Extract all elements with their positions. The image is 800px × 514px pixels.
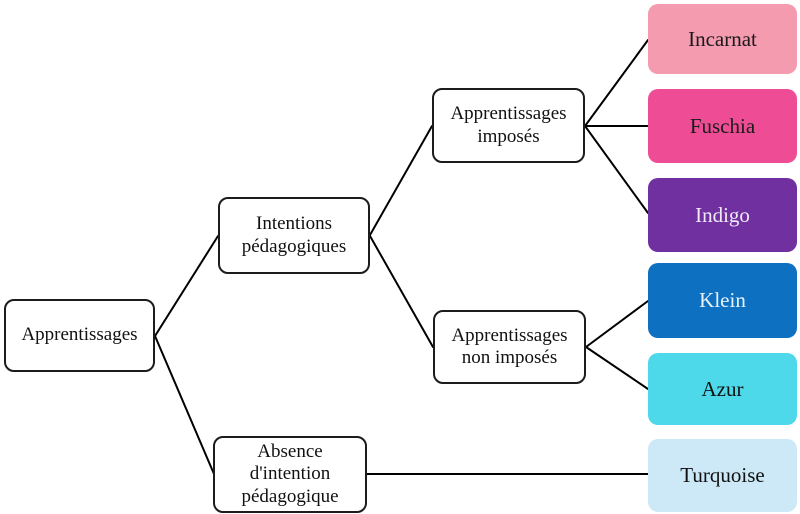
leaf-klein: Klein bbox=[648, 263, 797, 338]
edge-imposes-indigo bbox=[584, 125, 649, 214]
node-apprentissages: Apprentissages bbox=[4, 299, 155, 372]
leaf-incarnat: Incarnat bbox=[648, 4, 797, 74]
node-absence-label-line3: pédagogique bbox=[241, 485, 339, 507]
node-intentions-pedagogiques: Intentions pédagogiques bbox=[218, 197, 370, 274]
leaf-indigo: Indigo bbox=[648, 178, 797, 252]
edge-imposes-incarnat bbox=[584, 39, 649, 127]
node-absence-intention: Absence d'intention pédagogique bbox=[213, 436, 367, 513]
node-apprentissages-label: Apprentissages bbox=[21, 324, 138, 346]
leaf-klein-label: Klein bbox=[699, 288, 746, 312]
node-imposes-label-line1: Apprentissages bbox=[450, 103, 567, 125]
leaf-fuschia-label: Fuschia bbox=[689, 113, 756, 138]
edge-nonimposes-azur bbox=[585, 346, 649, 390]
leaf-azur: Azur bbox=[648, 353, 797, 425]
node-absence-label-line2: d'intention bbox=[249, 463, 331, 485]
leaf-azur-label: Azur bbox=[701, 376, 744, 401]
edge-intentions-nonimposes bbox=[369, 235, 434, 348]
node-apprentissages-non-imposes: Apprentissages non imposés bbox=[433, 310, 586, 384]
leaf-indigo-label: Indigo bbox=[695, 202, 750, 227]
edge-root-absence bbox=[154, 335, 215, 475]
leaf-turquoise: Turquoise bbox=[648, 439, 797, 512]
leaf-fuschia: Fuschia bbox=[648, 89, 797, 163]
node-intentions-label-line2: pédagogiques bbox=[241, 235, 347, 257]
edge-nonimposes-klein bbox=[585, 300, 649, 348]
edge-intentions-imposes bbox=[369, 125, 433, 236]
leaf-turquoise-label: Turquoise bbox=[680, 463, 765, 487]
node-nonimposes-label-line2: non imposés bbox=[461, 347, 558, 368]
leaf-incarnat-label: Incarnat bbox=[688, 26, 757, 51]
node-absence-label-line1: Absence bbox=[257, 440, 323, 462]
node-apprentissages-imposes: Apprentissages imposés bbox=[432, 88, 585, 163]
node-intentions-label-line1: Intentions bbox=[256, 213, 332, 235]
edge-root-intentions bbox=[154, 235, 219, 337]
node-nonimposes-label-line1: Apprentissages bbox=[451, 324, 568, 346]
node-imposes-label-line2: imposés bbox=[477, 125, 540, 147]
